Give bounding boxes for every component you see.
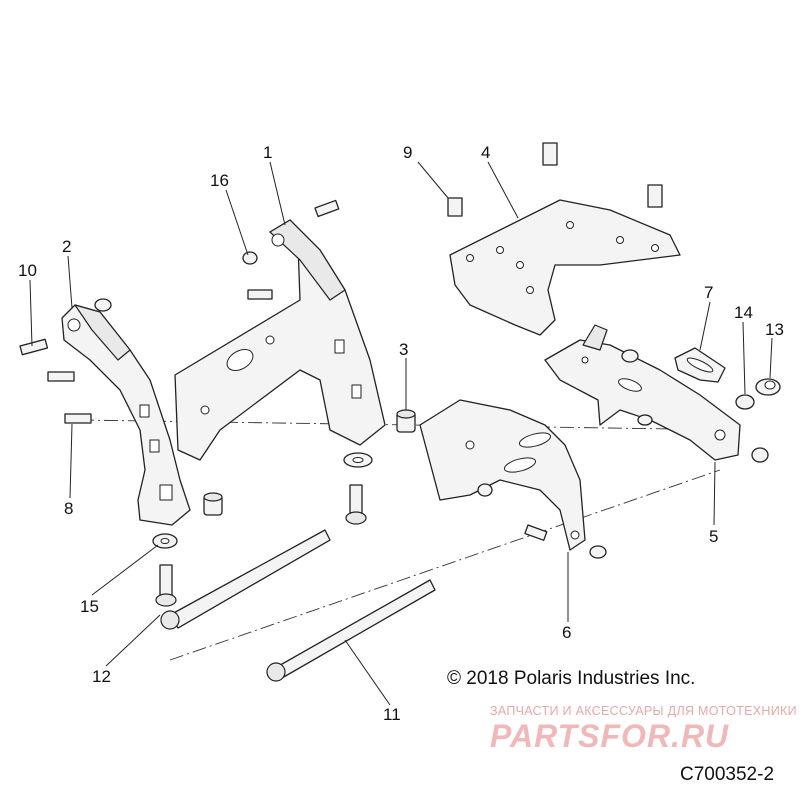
nut-right-2 xyxy=(751,447,769,463)
part-6-lower-bracket xyxy=(419,399,586,551)
bolt-top-center xyxy=(314,199,340,218)
bolt-top-right-2 xyxy=(647,184,663,208)
callout-12: 12 xyxy=(92,667,111,686)
nut-left-top xyxy=(94,298,112,312)
part-2-left-bracket xyxy=(61,304,191,526)
callout-10: 10 xyxy=(18,261,37,280)
bolt-10 xyxy=(19,338,49,356)
callout-1: 1 xyxy=(263,143,272,162)
bolt-top-right-1 xyxy=(542,142,558,166)
callout-13: 13 xyxy=(765,320,784,339)
callout-2: 2 xyxy=(62,237,71,256)
callout-8: 8 xyxy=(64,499,73,518)
bolt-center-low xyxy=(524,524,548,541)
long-bolt-upper xyxy=(160,529,331,630)
bolt-9 xyxy=(447,197,463,217)
nut-right-1 xyxy=(621,349,639,363)
nut-right-3 xyxy=(637,414,653,426)
bolt-upper-mid xyxy=(247,289,273,300)
watermark-tagline: ЗАПЧАСТИ И АКСЕССУАРЫ ДЛЯ МОТОТЕХНИКИ xyxy=(490,704,797,718)
part-3-spacer xyxy=(396,409,416,433)
part-5-right-bracket xyxy=(544,324,741,461)
callout-16: 16 xyxy=(210,171,229,190)
callout-6: 6 xyxy=(562,623,571,642)
figure-code: C700352-2 xyxy=(680,764,775,785)
part-13-flange-nut xyxy=(755,378,781,396)
part-11-long-bolt xyxy=(266,579,436,682)
spacer-lower-left xyxy=(203,492,223,516)
washer-center xyxy=(343,452,373,468)
bolt-left-mid xyxy=(47,371,75,382)
callout-11: 11 xyxy=(383,705,401,724)
bolt-8 xyxy=(64,413,92,424)
callout-15: 15 xyxy=(80,597,99,616)
nut-center-2 xyxy=(589,545,607,559)
part-4-top-plate xyxy=(449,199,681,336)
callout-4: 4 xyxy=(481,143,490,162)
callout-14: 14 xyxy=(734,303,753,322)
leader-lines xyxy=(29,161,773,706)
callout-3: 3 xyxy=(399,340,408,359)
bolt-16 xyxy=(242,251,258,265)
callout-9: 9 xyxy=(403,143,412,162)
part-12-bolt xyxy=(155,564,177,607)
bolt-center xyxy=(345,484,367,525)
watermark-logo: PARTSFOR.RU xyxy=(490,718,730,754)
callout-5: 5 xyxy=(709,527,718,546)
center-line-rear xyxy=(169,469,721,661)
part-14-washer xyxy=(735,394,755,410)
callout-7: 7 xyxy=(704,283,713,302)
part-1-center-bracket xyxy=(174,219,386,461)
part-7-grommet xyxy=(674,347,726,383)
part-15-washer xyxy=(152,533,178,549)
copyright-text: © 2018 Polaris Industries Inc. xyxy=(447,668,696,689)
nut-center-1 xyxy=(477,483,493,497)
